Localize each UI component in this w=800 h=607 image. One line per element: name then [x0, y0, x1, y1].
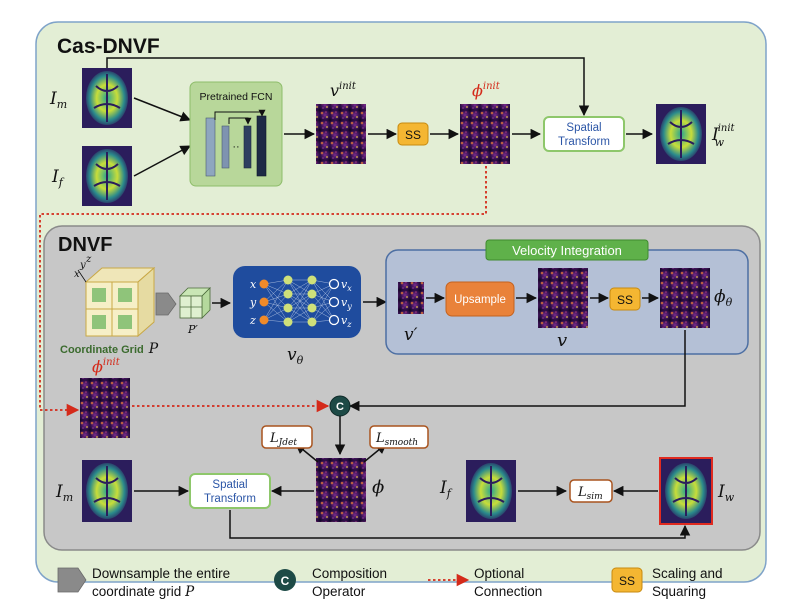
spatial-transform-bottom-l2: Transform: [204, 493, 256, 505]
label-if-bottom: If: [439, 478, 453, 500]
label-phi-theta: ϕθ: [714, 287, 733, 309]
spatial-transform-bottom-l1: Spatial: [212, 479, 247, 491]
loss-sim-label: Lsim: [577, 485, 603, 502]
spatial-transform-top-l1: Spatial: [566, 122, 601, 134]
label-im-bottom: Im: [55, 482, 73, 504]
downsample-arrow: [155, 292, 177, 316]
legend-downsample-l1: Downsample the entire: [92, 566, 230, 581]
fcn-label: Pretrained FCN: [200, 91, 273, 103]
label-v-theta: vθ: [287, 345, 304, 367]
phi-init-field-top: [460, 104, 510, 164]
legend-composition-l1: Composition: [312, 566, 387, 581]
loss-jdet-label: LJdet: [269, 431, 297, 448]
legend-optional-l1: Optional: [474, 566, 524, 581]
velocity-integration-title: Velocity Integration: [512, 243, 622, 258]
brain-image-if-bottom: [466, 460, 516, 522]
dnvf-title: DNVF: [58, 234, 112, 256]
label-im-top: Im: [49, 89, 67, 111]
legend-downsample-l2: coordinate grid P: [92, 584, 195, 600]
v-init-field: [316, 104, 366, 164]
spatial-transform-top-l2: Transform: [558, 136, 610, 148]
casdnvf-title: Cas-DNVF: [57, 35, 160, 58]
phi-field: [316, 458, 366, 522]
label-iw: Iw: [717, 482, 735, 504]
loss-smooth-label: Lsmooth: [375, 431, 418, 448]
mlp-in-x: x: [250, 278, 257, 291]
mlp-out-vx: vx: [341, 278, 352, 293]
loss-sim-box: [569, 479, 613, 503]
label-if-top: If: [51, 167, 65, 189]
loss-smooth-box: [369, 425, 429, 449]
phi-init-field-dnvf: [80, 378, 130, 438]
label-phi: ϕ: [372, 477, 384, 498]
axis-z-label: z: [85, 254, 92, 265]
coordinate-grid-cube: [77, 266, 156, 338]
mlp-in-y: y: [249, 296, 257, 309]
composition-operator-label: C: [336, 401, 344, 413]
downsampled-grid-p-prime: [179, 287, 211, 319]
label-v-init: vinit: [330, 81, 357, 100]
brain-image-iw: [659, 457, 713, 525]
mlp-out-vz: vz: [341, 314, 352, 329]
ss-box-dnvf: [609, 287, 641, 311]
upsample-label: Upsample: [454, 294, 506, 306]
upsample-box: [445, 281, 515, 317]
mlp-in-z: z: [249, 314, 256, 327]
brain-image-im-bottom: [82, 460, 132, 522]
legend-downsample-icon: [57, 567, 87, 593]
label-v: v: [557, 330, 567, 351]
legend-composition-icon-label: C: [281, 574, 290, 588]
axis-y-label: y: [79, 260, 86, 271]
v-field: [538, 268, 588, 328]
label-v-prime: v′: [404, 325, 418, 345]
spatial-transform-bottom: [189, 473, 271, 509]
ss-label-top: SS: [405, 128, 421, 142]
loss-jdet-box: [261, 425, 313, 449]
v-prime-field: [398, 282, 424, 314]
legend-scaling-l1: Scaling and: [652, 566, 723, 581]
label-p-prime: P′: [187, 323, 198, 336]
legend-optional-l2: Connection: [474, 584, 542, 599]
spatial-transform-top: [543, 116, 625, 152]
pretrained-fcn-block: [189, 81, 283, 187]
ss-label-dnvf: SS: [617, 293, 633, 307]
ss-box-top: [397, 122, 429, 146]
fcn-ellipsis: ··: [232, 141, 239, 153]
legend-composition-l2: Operator: [312, 584, 366, 599]
brain-image-if-top: [82, 146, 132, 206]
brain-image-iw-init: [656, 104, 706, 164]
legend-scaling-l2: Squaring: [652, 584, 706, 599]
velocity-integration-title-box: [485, 239, 649, 261]
optional-connection-path: [39, 166, 487, 417]
phi-theta-field: [660, 268, 710, 328]
mlp-v-theta: [233, 266, 361, 338]
label-phi-init-top: ϕinit: [472, 81, 501, 100]
legend-ss-icon: [611, 567, 643, 593]
axis-x-label: x: [74, 269, 80, 280]
legend-composition-icon: [274, 569, 296, 591]
brain-image-im-top: [82, 68, 132, 128]
legend-ss-icon-label: SS: [619, 574, 635, 588]
mlp-out-vy: vy: [341, 296, 352, 311]
label-phi-init-dnvf: ϕinit: [92, 357, 121, 376]
